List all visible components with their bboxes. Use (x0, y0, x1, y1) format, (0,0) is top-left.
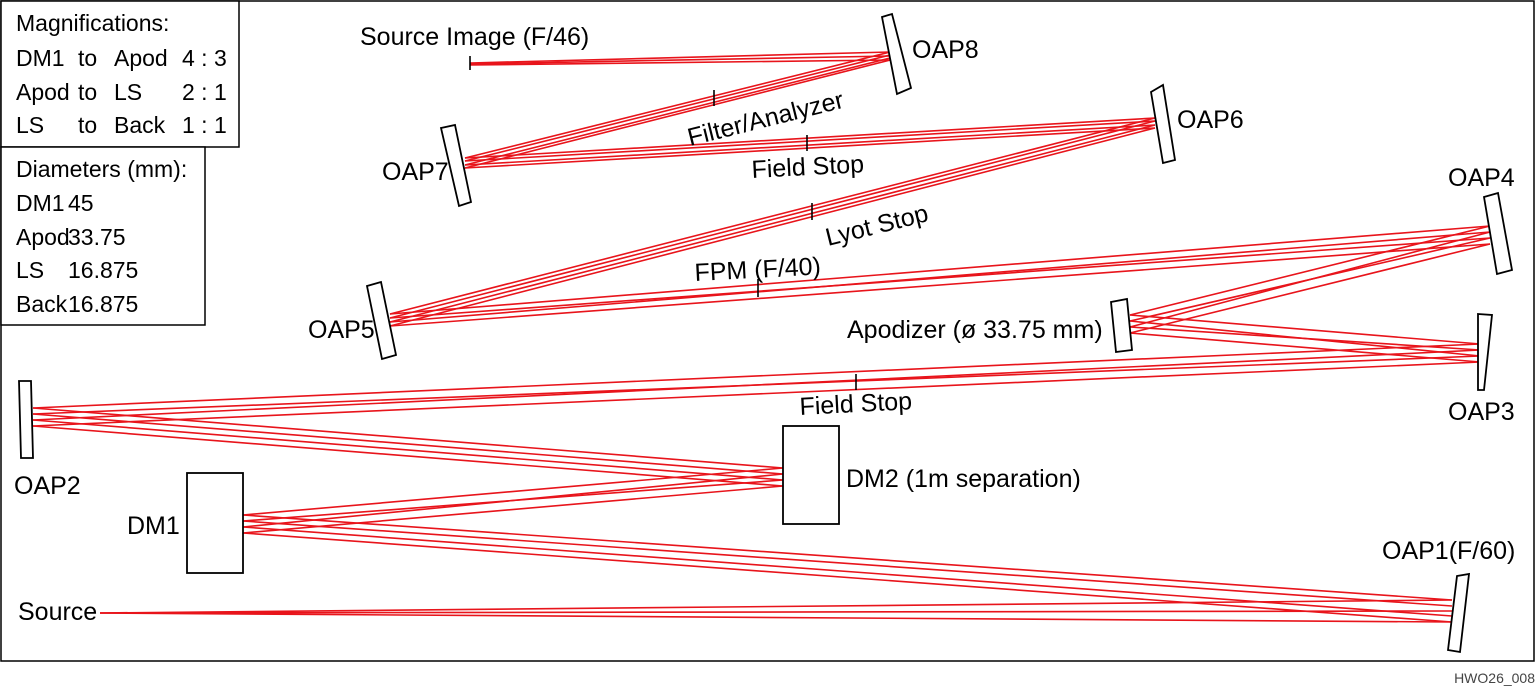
mag-row-to: to (78, 79, 97, 105)
oap8-label: OAP8 (912, 36, 979, 64)
beam-oap4-to-oap5 (389, 225, 1491, 327)
apodizer-label: Apodizer (ø 33.75 mm) (847, 316, 1103, 344)
apodizer-element (1110, 297, 1133, 354)
diameter-row-value: 33.75 (68, 224, 126, 250)
beam-oap1-to-dm1 (242, 514, 1453, 623)
diameter-row: DM1 45 (16, 190, 94, 216)
beam-dm1-to-dm2 (242, 467, 784, 534)
oap7-label: OAP7 (382, 158, 449, 186)
diameter-row-name: LS (16, 257, 44, 283)
beam-oap3-to-apodizer (1129, 314, 1481, 363)
diameter-row-name: Apod (16, 224, 70, 250)
oap6-label: OAP6 (1177, 106, 1244, 134)
beam-oap6-to-oap7 (464, 117, 1156, 169)
fpm-label: FPM (F/40) (694, 252, 822, 287)
diameter-row: LS 16.875 (16, 257, 138, 283)
diagram-border (0, 0, 1535, 662)
figure-id: HWO26_008 (1454, 670, 1535, 686)
field-stop-upper-label: Field Stop (751, 150, 865, 184)
diameters-box: Diameters (mm): DM1 45 Apod 33.75 LS 16.… (0, 146, 206, 326)
source-image-label: Source Image (F/46) (360, 23, 589, 51)
focal-plane-markers (469, 56, 857, 390)
beam-source-to-oap1 (99, 599, 1453, 623)
mag-row-from: LS (16, 112, 44, 138)
magnifications-box: Magnifications: DM1 to Apod 4 : 3 Apod t… (0, 0, 240, 148)
diameter-row: Apod 33.75 (16, 224, 126, 250)
beam-oap5-to-oap6 (389, 117, 1156, 327)
oap7-mirror (439, 123, 473, 208)
oap3-label: OAP3 (1448, 398, 1515, 426)
oap2-mirror (18, 380, 34, 459)
beam-dm2-to-oap2 (32, 407, 784, 487)
magnification-row: DM1 to Apod 4 : 3 (16, 45, 227, 71)
mag-row-ratio: 1 : 1 (182, 112, 227, 138)
field-stop-lower-label: Field Stop (799, 387, 913, 421)
mag-row-from: Apod (16, 79, 70, 105)
mag-row-ratio: 2 : 1 (182, 79, 227, 105)
mag-row-to: to (78, 45, 97, 71)
dm2-mirror (782, 425, 840, 525)
oap5-mirror (365, 280, 398, 361)
oap4-mirror (1482, 191, 1514, 276)
oap4-label: OAP4 (1448, 164, 1515, 192)
mag-row-target: Apod (114, 45, 168, 71)
beam-oap7-to-oap8 (464, 51, 891, 169)
beam-paths (32, 51, 1491, 623)
magnifications-box-frame (0, 0, 240, 148)
diameter-row: Back 16.875 (16, 291, 138, 317)
magnification-row: LS to Back 1 : 1 (16, 112, 227, 138)
oap3-mirror (1477, 313, 1493, 391)
diameter-row-value: 16.875 (68, 257, 138, 283)
optical-elements (18, 12, 1514, 654)
diameter-row-name: DM1 (16, 190, 65, 216)
beam-oap8-to-source-image (469, 51, 891, 66)
diameter-row-value: 45 (68, 190, 94, 216)
dm1-label: DM1 (127, 512, 180, 540)
mag-row-target: Back (114, 112, 166, 138)
oap2-label: OAP2 (14, 472, 81, 500)
diameters-box-frame (0, 146, 206, 326)
mag-row-to: to (78, 112, 97, 138)
oap8-mirror (880, 12, 913, 96)
diameter-row-value: 16.875 (68, 291, 138, 317)
oap1-mirror (1447, 572, 1471, 654)
oap6-mirror (1150, 83, 1177, 165)
dm2-label: DM2 (1m separation) (846, 465, 1081, 493)
magnification-row: Apod to LS 2 : 1 (16, 79, 227, 105)
mag-row-from: DM1 (16, 45, 65, 71)
diameter-row-name: Back (16, 291, 68, 317)
magnifications-title: Magnifications: (16, 10, 169, 36)
source-label: Source (18, 598, 97, 626)
mag-row-target: LS (114, 79, 142, 105)
dm1-mirror (186, 472, 244, 574)
oap1-label: OAP1(F/60) (1382, 537, 1515, 565)
beam-oap2-to-oap3 (32, 343, 1481, 427)
mag-row-ratio: 4 : 3 (182, 45, 227, 71)
oap5-label: OAP5 (308, 316, 375, 344)
diameters-title: Diameters (mm): (16, 156, 187, 182)
